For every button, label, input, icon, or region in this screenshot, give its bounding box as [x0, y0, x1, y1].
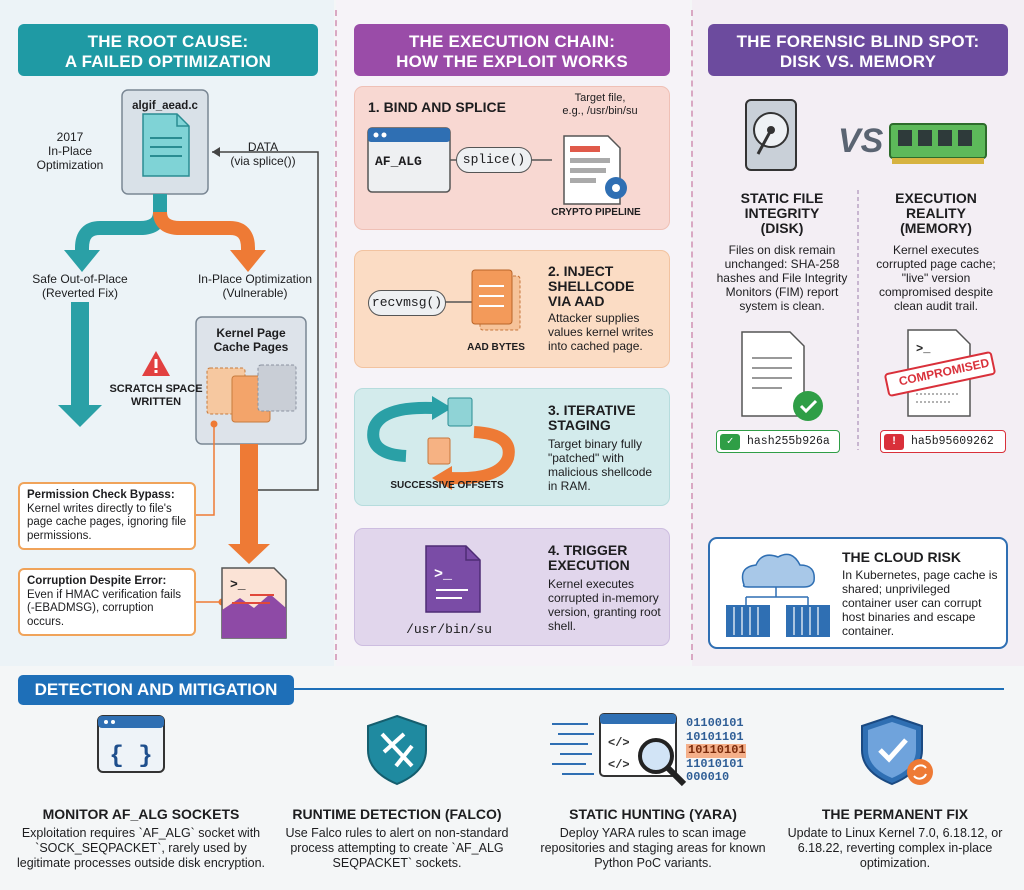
source-file-name: algif_aead.c [132, 100, 198, 112]
cycle-arrows-icon [370, 396, 516, 478]
kernel-page-cache-label: Kernel Page Cache Pages [213, 326, 289, 354]
aad-bytes-label: AAD BYTES [467, 342, 525, 353]
terminal-file-icon [426, 546, 480, 612]
step-1-graphic [367, 127, 627, 205]
step-3-title: 3. ITERATIVE STAGING [548, 402, 636, 433]
step-2-text: Attacker supplies values kernel writes i… [548, 311, 654, 353]
step-2-graphic [444, 269, 521, 331]
recvmsg-call: recvmsg() [368, 290, 446, 316]
hash-bad-tag: ! ha5b95609262 [880, 430, 1006, 453]
af-alg-label: AF_ALG [375, 154, 422, 169]
binary-stream: 01100101 10101101 10110101 11010101 0000… [686, 716, 746, 784]
falco-text: Use Falco rules to alert on non-standard… [285, 826, 509, 870]
fix-shield-icon [861, 714, 933, 786]
execution-chain-header: THE EXECUTION CHAIN: HOW THE EXPLOIT WOR… [354, 24, 670, 76]
data-splice-label: DATA (via splice()) [230, 140, 296, 168]
cloud-containers-icon [726, 553, 830, 637]
source-file-icon [143, 114, 189, 176]
svg-text:>_: >_ [916, 342, 931, 356]
cloud-risk-text: In Kubernetes, page cache is shared; unp… [842, 568, 998, 638]
branch-safe-label: Safe Out-of-Place (Reverted Fix) [32, 272, 128, 300]
crypto-pipeline-label: CRYPTO PIPELINE [551, 207, 641, 218]
step-1-title: 1. BIND AND SPLICE [368, 99, 506, 115]
step-4-card [354, 528, 670, 646]
step-2-title: 2. INJECT SHELLCODE VIA AAD [548, 263, 635, 309]
monitor-af-alg-title: MONITOR AF_ALG SOCKETS [42, 806, 240, 822]
root-cause-header: THE ROOT CAUSE: A FAILED OPTIMIZATION [18, 24, 318, 76]
svg-text:VS: VS [838, 122, 884, 160]
target-file-label: Target file, e.g., /usr/bin/su [562, 92, 638, 117]
column-divider [335, 10, 337, 660]
alert-icon: ! [884, 434, 904, 450]
cloud-risk-title: THE CLOUD RISK [842, 549, 961, 565]
svg-text:>_: >_ [230, 577, 246, 592]
svg-text:>_: >_ [434, 566, 453, 583]
clean-file-icon [742, 332, 824, 422]
note-2017: 2017 In-Place Optimization [36, 130, 104, 172]
yara-text: Deploy YARA rules to scan image reposito… [540, 826, 766, 870]
corruption-callout: Corruption Despite Error: Even if HMAC v… [18, 568, 196, 636]
step-4-graphic: >_ [425, 545, 481, 613]
column-divider [691, 10, 693, 660]
splice-call: splice() [456, 147, 532, 173]
svg-text:</>: </> [608, 736, 630, 750]
branch-vulnerable-label: In-Place Optimization (Vulnerable) [197, 272, 313, 300]
warning-icon [142, 350, 170, 376]
permission-bypass-callout: Permission Check Bypass: Kernel writes d… [18, 482, 196, 550]
falco-shield-icon [367, 714, 427, 786]
scratch-space-label: SCRATCH SPACE WRITTEN [109, 383, 203, 408]
aad-bytes-icon [472, 270, 520, 330]
static-integrity-text: Files on disk remain unchanged: SHA-258 … [716, 243, 848, 313]
corrupted-binary-icon [222, 568, 286, 638]
static-integrity-title: STATIC FILE INTEGRITY (DISK) [740, 190, 824, 236]
execution-reality-title: EXECUTION REALITY (MEMORY) [895, 190, 977, 236]
step-3-graphic [367, 396, 515, 490]
monitor-af-alg-text: Exploitation requires `AF_ALG` socket wi… [16, 826, 266, 870]
hard-drive-icon [746, 100, 796, 170]
execution-reality-text: Kernel executes corrupted page cache; "l… [876, 243, 996, 313]
svg-text:{ }: { } [109, 743, 152, 770]
step-4-title: 4. TRIGGER EXECUTION [548, 542, 630, 573]
forensic-header: THE FORENSIC BLIND SPOT: DISK VS. MEMORY [708, 24, 1008, 76]
detection-header: DETECTION AND MITIGATION [18, 675, 294, 705]
ram-module-icon [890, 124, 986, 164]
yara-scan-icon: </> </> [550, 713, 687, 787]
permanent-fix-title: THE PERMANENT FIX [821, 806, 969, 822]
forensic-graphic: VS >_ [741, 99, 996, 450]
usr-bin-su-label: /usr/bin/su [406, 622, 492, 637]
gear-icon [605, 177, 627, 199]
step-4-text: Kernel executes corrupted in-memory vers… [548, 577, 661, 633]
falco-title: RUNTIME DETECTION (FALCO) [292, 806, 502, 822]
yara-title: STATIC HUNTING (YARA) [569, 806, 737, 822]
root-cause-diagram: >_ [58, 89, 319, 639]
detection-header-rule [294, 688, 1004, 690]
check-icon: ✓ [720, 434, 740, 450]
target-file-icon [554, 136, 612, 206]
permanent-fix-text: Update to Linux Kernel 7.0, 6.18.12, or … [787, 826, 1003, 870]
successive-offsets-label: SUCCESSIVE OFFSETS [390, 480, 504, 491]
hash-clean-tag: ✓ hash255b926a [716, 430, 840, 453]
svg-text:</>: </> [608, 758, 630, 772]
step-3-text: Target binary fully "patched" with malic… [548, 437, 653, 493]
code-window-icon: { } [97, 715, 165, 773]
